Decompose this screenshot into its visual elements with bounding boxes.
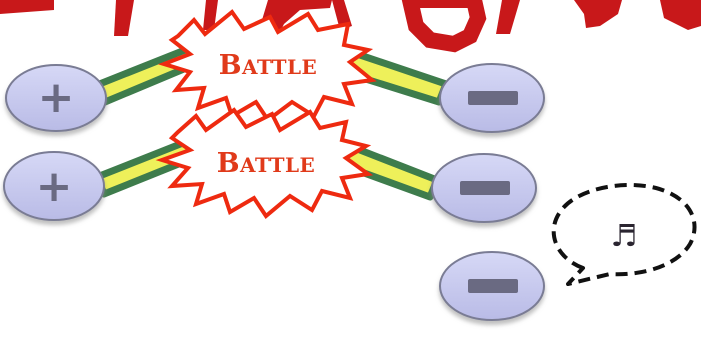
battle-starburst-2: BATTLE xyxy=(155,107,374,219)
battle-label-1-cap: B xyxy=(219,50,242,81)
top-banner-fragment xyxy=(0,0,701,53)
positive-ion-2 xyxy=(3,151,105,221)
battle-starburst-1: BATTLE xyxy=(157,9,377,123)
positive-sign-1: + xyxy=(38,72,75,123)
negative-sign-2 xyxy=(460,181,510,195)
speech-bubble: ♬ xyxy=(551,183,697,286)
music-note-icon: ♬ xyxy=(611,219,638,254)
battle-label-2-cap: B xyxy=(217,148,240,179)
positive-sign-2: + xyxy=(36,161,73,212)
negative-sign-3 xyxy=(468,279,518,293)
negative-sign-1 xyxy=(468,91,518,105)
battle-label-1-rest: ATTLE xyxy=(241,55,317,79)
battle-label-2: BATTLE xyxy=(217,148,316,179)
battle-label-1: BATTLE xyxy=(219,50,318,81)
positive-ion-1 xyxy=(5,64,107,132)
battle-label-2-rest: ATTLE xyxy=(239,153,315,177)
